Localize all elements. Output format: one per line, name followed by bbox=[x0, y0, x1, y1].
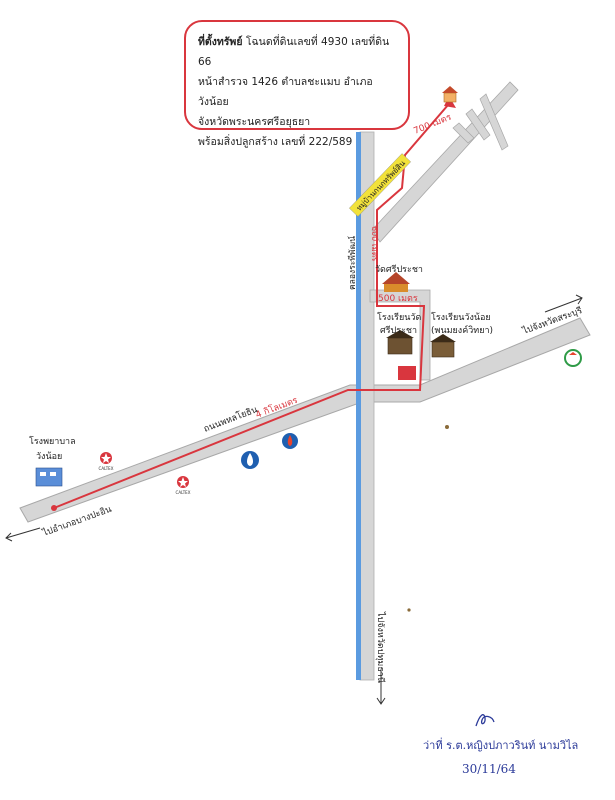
caltex-label: CALTEX bbox=[99, 466, 114, 471]
signature-name: ว่าที่ ร.ต.หญิงปภาวรินท์ นามวิไล bbox=[423, 739, 579, 752]
start-point bbox=[51, 505, 57, 511]
school2-label-2: (พนมยงค์วิทยา) bbox=[431, 326, 494, 336]
route-line bbox=[53, 104, 449, 509]
canal bbox=[356, 132, 361, 680]
distance-500-label: 500 เมตร bbox=[378, 294, 418, 304]
property-callout: ที่ตั้งทรัพย์ โฉนดที่ดินเลขที่ 4930 เลขท… bbox=[184, 20, 410, 148]
property-deed: โฉนดที่ดินเลขที่ 4930 เลขที่ดิน 66 bbox=[198, 36, 390, 68]
school1-label-1: โรงเรียนวัด bbox=[377, 313, 422, 323]
shop-icon bbox=[398, 366, 416, 380]
temple-icon bbox=[382, 272, 410, 292]
hospital-icon bbox=[35, 467, 63, 487]
caltex-label-2: CALTEX bbox=[176, 490, 191, 495]
property-heading: ที่ตั้งทรัพย์ bbox=[198, 36, 243, 48]
temple-label: วัดศรีประชา bbox=[375, 265, 423, 275]
canal-road bbox=[359, 131, 375, 681]
caltex-icon bbox=[100, 452, 112, 464]
marker-dot bbox=[445, 425, 449, 429]
property-line-3: จังหวัดพระนครศรีอยุธยา bbox=[198, 116, 311, 128]
property-line-2: หน้าสำรวจ 1426 ตำบลชะแมบ อำเภอวังน้อย bbox=[198, 76, 373, 108]
main-road bbox=[19, 317, 591, 523]
pttgas-icon bbox=[241, 451, 259, 469]
school2-label-1: โรงเรียนวังน้อย bbox=[431, 313, 491, 323]
canal-label: คลองระพีพัฒน์ bbox=[347, 236, 358, 290]
school-icon-2 bbox=[430, 334, 456, 358]
village-lanes bbox=[452, 93, 509, 151]
pt-icon bbox=[564, 349, 582, 367]
school1-label-2: ศรีประชา bbox=[380, 326, 418, 336]
property-line-4: พร้อมสิ่งปลูกสร้าง เลขที่ 222/589 bbox=[198, 136, 353, 148]
caltex-icon-2 bbox=[177, 476, 189, 488]
marker-dot-2 bbox=[407, 608, 411, 612]
direction-arrows bbox=[5, 294, 583, 705]
distance-600-label: 600 เมตร bbox=[370, 226, 379, 262]
to-south-label: ไปจังหวัดปทุมธานี bbox=[375, 611, 386, 683]
signature-date: 30/11/64 bbox=[462, 762, 516, 776]
house-icon bbox=[442, 86, 458, 103]
bangchak-icon bbox=[282, 433, 298, 449]
property-line-1: ที่ตั้งทรัพย์ โฉนดที่ดินเลขที่ 4930 เลขท… bbox=[198, 32, 398, 72]
hospital-label-2: วังน้อย bbox=[36, 452, 63, 462]
signature-mark bbox=[475, 714, 495, 727]
village-label-box bbox=[349, 153, 411, 217]
distance-700-label: 700 เมตร bbox=[412, 113, 453, 137]
hospital-label-1: โรงพยาบาล bbox=[29, 437, 76, 447]
school-icon-1 bbox=[386, 330, 414, 355]
